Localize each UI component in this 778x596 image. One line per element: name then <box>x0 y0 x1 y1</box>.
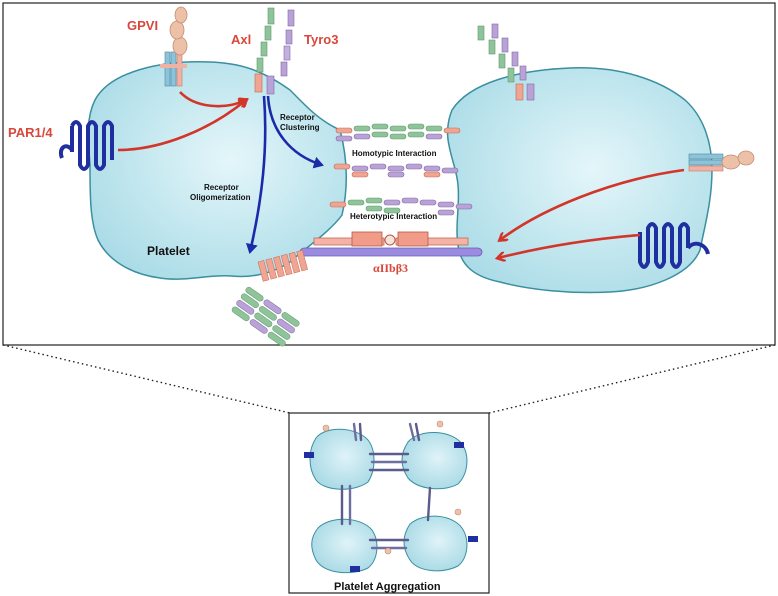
receptor-clustering-label-line2: Clustering <box>280 123 320 132</box>
homotypic-interaction-label: Homotypic Interaction <box>352 149 437 158</box>
aggregation-inset-cells <box>304 420 478 574</box>
receptor-clustering-arrow <box>266 95 324 169</box>
receptor-oligomerization-label-line1: Receptor <box>204 183 239 192</box>
right-par-signal-arrow <box>498 233 641 258</box>
right-gpvi-signal-arrow <box>500 168 685 240</box>
zoom-line-left <box>2 344 291 414</box>
tyro3-label: Tyro3 <box>304 32 338 47</box>
receptor-oligomer-bundle <box>231 249 308 347</box>
gpvi-signal-arrow <box>179 91 246 106</box>
par-receptor-right <box>638 222 710 269</box>
platelet-label: Platelet <box>147 244 190 258</box>
axl-label: Axl <box>231 32 251 47</box>
tyro3-receptor <box>266 9 295 95</box>
receptor-clustering-label-line1: Receptor <box>280 113 315 122</box>
par14-signal-arrow <box>117 100 246 152</box>
receptor-oligomerization-arrow <box>245 95 267 254</box>
gpvi-receptor <box>160 6 188 87</box>
heterotypic-interaction-label: Heterotypic Interaction <box>350 212 437 221</box>
par14-label: PAR1/4 <box>8 125 53 140</box>
right-platelet-cell <box>446 67 713 294</box>
par14-receptor-left <box>59 120 114 171</box>
integrin-label: αIIbβ3 <box>373 261 408 275</box>
right-tam-receptors <box>477 23 535 101</box>
gpvi-receptor-right <box>688 150 755 172</box>
receptor-oligomerization-label-line2: Oligomerization <box>190 193 251 202</box>
zoom-line-right <box>488 344 776 414</box>
integrin-aiibb3 <box>299 231 483 257</box>
axl-receptor <box>254 7 275 93</box>
platelet-aggregation-label: Platelet Aggregation <box>334 581 441 593</box>
gpvi-label: GPVI <box>127 18 158 33</box>
